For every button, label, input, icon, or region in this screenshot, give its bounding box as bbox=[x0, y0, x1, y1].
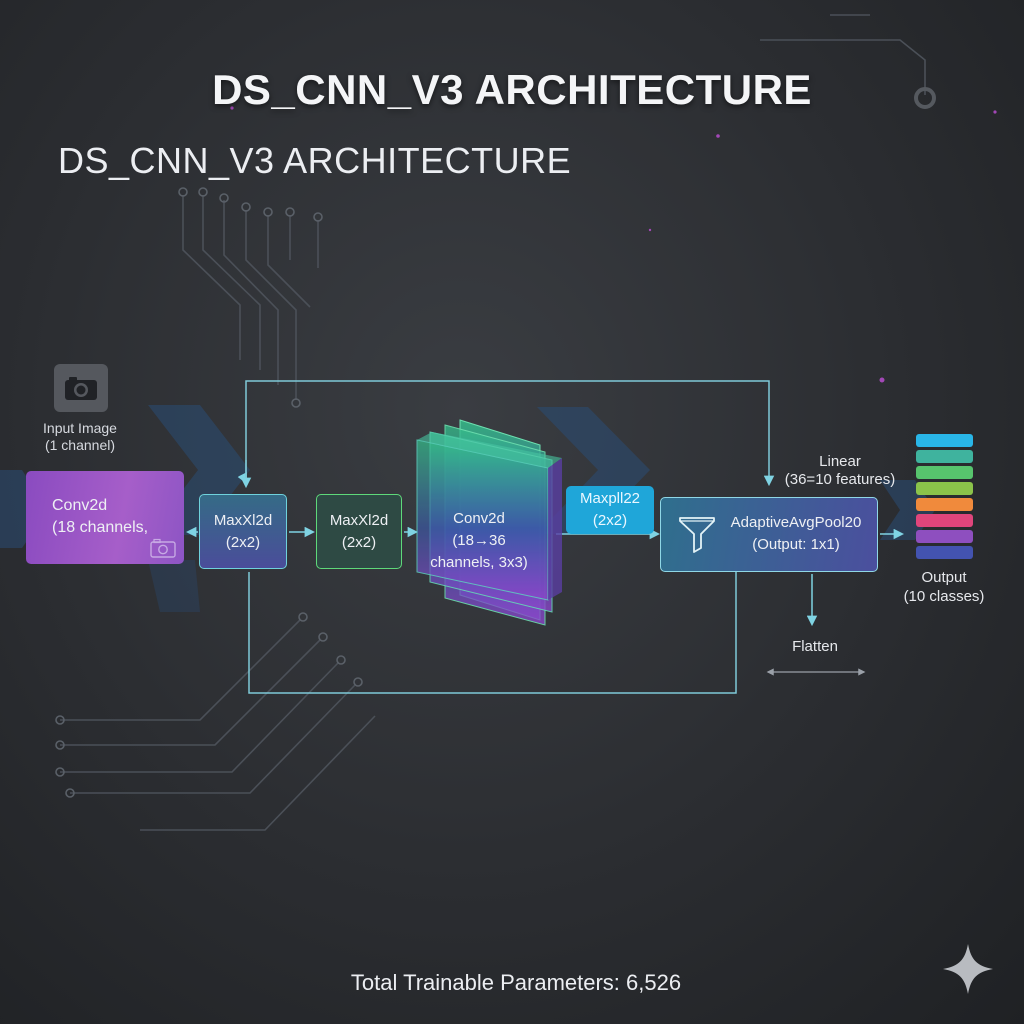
adaptive-avgpool-layer: AdaptiveAvgPool20 (Output: 1x1) bbox=[660, 497, 878, 572]
maxpool-layer-c: Maxpll22 (2x2) bbox=[566, 486, 654, 534]
total-parameters: Total Trainable Parameters: 6,526 bbox=[350, 970, 682, 995]
adaptive-detail: (Output: 1x1) bbox=[752, 536, 840, 553]
conv2d-layer-2-label: Conv2d (18→36 channels, 3x3) bbox=[424, 508, 534, 574]
linear-title: Linear bbox=[819, 453, 861, 470]
maxpool-layer-a: MaxXl2d (2x2) bbox=[199, 494, 287, 569]
forward-arrows bbox=[185, 526, 905, 627]
input-image-label: Input Image (1 channel) bbox=[30, 420, 130, 454]
funnel-icon bbox=[679, 517, 715, 553]
maxpool-b-title: MaxXl2d bbox=[329, 512, 389, 529]
conv2d-1-detail: (18 channels, bbox=[52, 519, 149, 536]
conv2d-volume-stack bbox=[416, 419, 562, 626]
output-class-bar bbox=[916, 466, 973, 479]
maxpool-a-title: MaxXl2d bbox=[213, 512, 273, 529]
sparkle-star-icon bbox=[943, 944, 993, 994]
camera-icon bbox=[65, 377, 97, 400]
output-class-bar bbox=[916, 530, 973, 543]
maxpool-layer-b: MaxXl2d (2x2) bbox=[316, 494, 402, 569]
input-image-tile bbox=[54, 364, 108, 412]
output-class-bar bbox=[916, 546, 973, 559]
maxpool-c-title: Maxpll22 bbox=[579, 490, 641, 507]
conv2d-1-title: Conv2d bbox=[52, 497, 108, 514]
conv2d-2-detail: (18→36 bbox=[452, 532, 506, 549]
output-class-bar bbox=[916, 498, 973, 511]
output-class-bar bbox=[916, 450, 973, 463]
linear-layer-label: Linear (36=10 features) bbox=[760, 453, 920, 489]
circuit-traces-decoration bbox=[60, 14, 926, 831]
output-detail: (10 classes) bbox=[903, 588, 985, 605]
output-title: Output bbox=[921, 569, 967, 586]
input-image-line2: (1 channel) bbox=[44, 437, 116, 453]
output-label: Output (10 classes) bbox=[896, 568, 992, 606]
output-class-bar bbox=[916, 482, 973, 495]
output-class-bar bbox=[916, 434, 973, 447]
camera-icon bbox=[150, 538, 176, 558]
skip-connection-lines bbox=[245, 380, 775, 694]
input-image-line1: Input Image bbox=[43, 420, 117, 436]
diagram-subtitle: DS_CNN_V3 ARCHITECTURE bbox=[58, 140, 572, 181]
circuit-nodes-decoration bbox=[55, 87, 936, 798]
output-class-bar bbox=[916, 514, 973, 527]
linear-detail: (36=10 features) bbox=[784, 471, 896, 488]
glow-dots-decoration bbox=[230, 106, 997, 383]
conv2d-2-detail-2: channels, 3x3) bbox=[430, 554, 528, 571]
maxpool-b-detail: (2x2) bbox=[341, 534, 377, 551]
adaptive-title: AdaptiveAvgPool20 bbox=[730, 514, 862, 531]
maxpool-a-detail: (2x2) bbox=[225, 534, 261, 551]
flatten-label: Flatten bbox=[792, 638, 838, 655]
maxpool-c-detail: (2x2) bbox=[592, 512, 628, 529]
conv2d-layer-1: Conv2d (18 channels, bbox=[26, 471, 184, 564]
diagram-title: DS_CNN_V3 ARCHITECTURE bbox=[212, 66, 812, 113]
conv2d-2-title: Conv2d bbox=[453, 510, 505, 527]
